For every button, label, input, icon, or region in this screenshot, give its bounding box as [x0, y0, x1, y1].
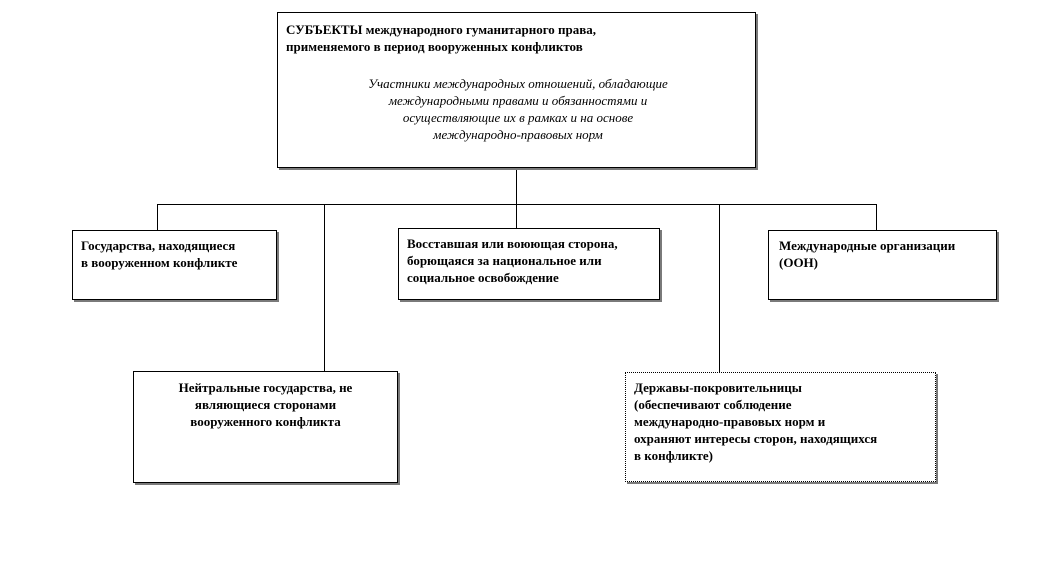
connector-to-protecting-powers — [719, 204, 720, 372]
node-neutral-states: Нейтральные государства, не являющиеся с… — [133, 371, 398, 483]
node-intl-orgs: Международные организации (ООН) — [768, 230, 997, 300]
node-liberation-side: Восставшая или воюющая сторона, борющаяс… — [398, 228, 660, 300]
node-neutral-states-label: Нейтральные государства, не являющиеся с… — [178, 380, 353, 429]
root-node: СУБЪЕКТЫ международного гуманитарного пр… — [277, 12, 756, 168]
node-states-in-conflict-label: Государства, находящиеся в вооруженном к… — [81, 238, 238, 270]
connector-root-down — [516, 167, 517, 205]
root-description: Участники международных отношений, облад… — [368, 76, 668, 142]
node-protecting-powers-label: Державы-покровительницы (обеспечивают со… — [634, 380, 878, 463]
connector-to-neutral-states — [324, 204, 325, 371]
node-states-in-conflict: Государства, находящиеся в вооруженном к… — [72, 230, 277, 300]
node-intl-orgs-label: Международные организации (ООН) — [779, 238, 956, 270]
node-protecting-powers: Державы-покровительницы (обеспечивают со… — [625, 372, 936, 482]
connector-to-states-in-conflict — [157, 204, 158, 230]
connector-horizontal-bus — [157, 204, 877, 205]
node-liberation-side-label: Восставшая или воюющая сторона, борющаяс… — [407, 236, 618, 285]
connector-to-intl-orgs — [876, 204, 877, 230]
root-title: СУБЪЕКТЫ международного гуманитарного пр… — [286, 22, 597, 54]
connector-to-liberation-side — [516, 204, 517, 228]
